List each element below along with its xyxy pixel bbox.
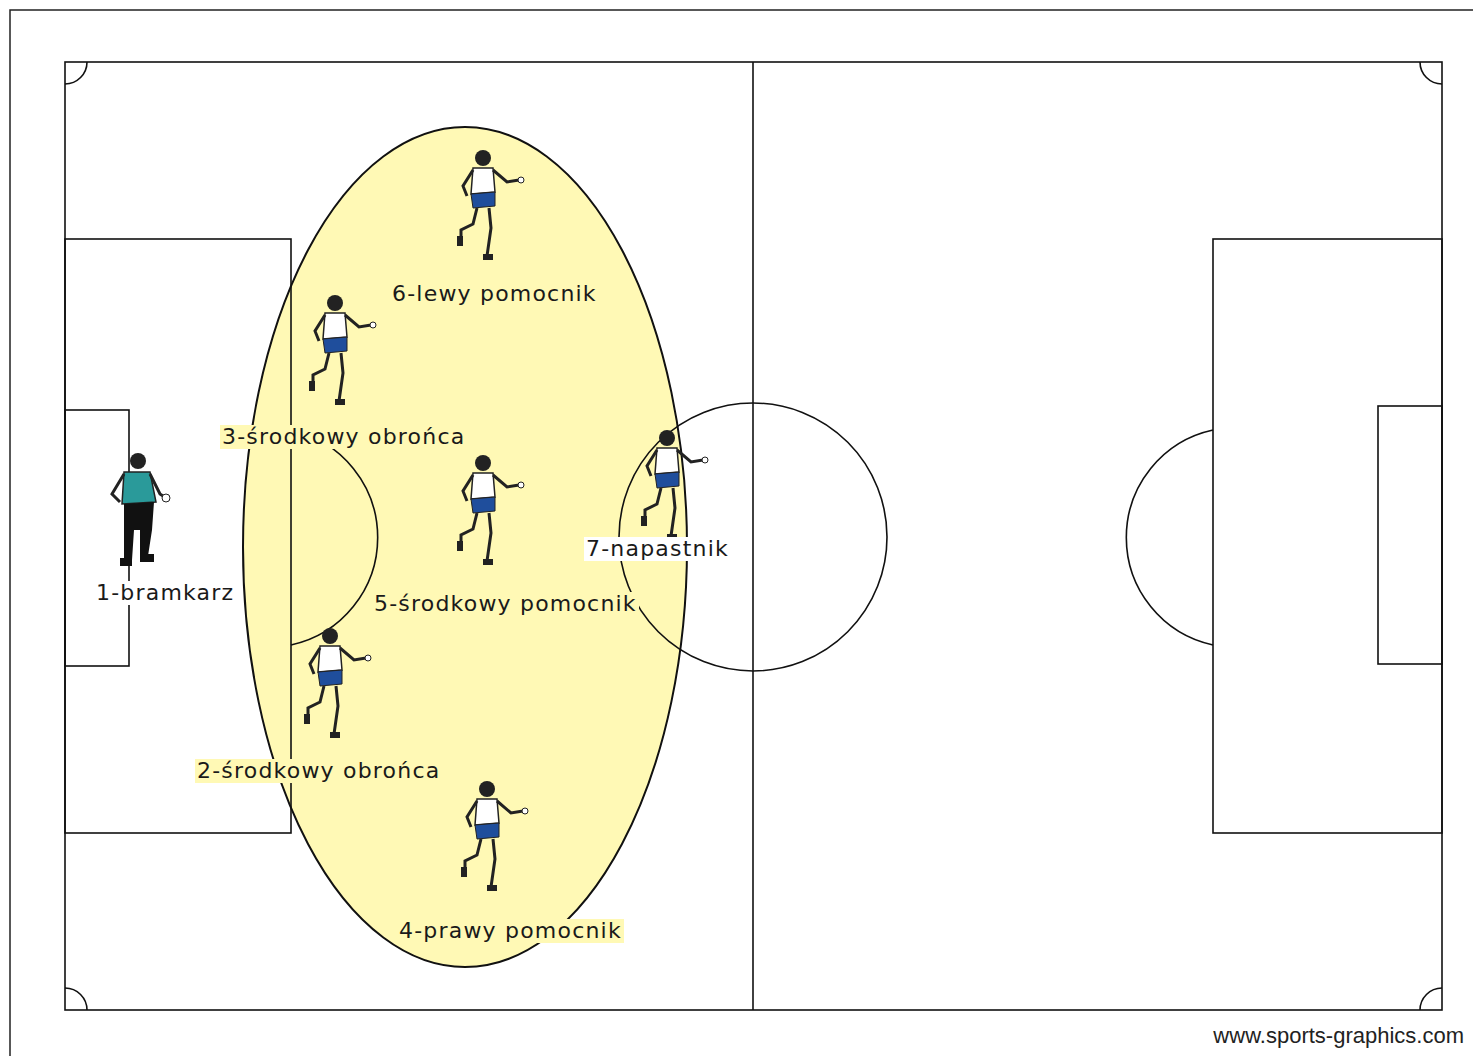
position-label: 3-środkowy obrońca: [220, 425, 467, 449]
position-label: 7-napastnik: [584, 537, 731, 561]
position-label: 1-bramkarz: [94, 581, 236, 605]
position-label: 2-środkowy obrońca: [195, 759, 442, 783]
watermark: www.sports-graphics.com: [1211, 1024, 1466, 1048]
goalkeeper-figure: [112, 453, 170, 566]
position-label: 6-lewy pomocnik: [390, 282, 599, 306]
position-label: 5-środkowy pomocnik: [372, 592, 639, 616]
position-label: 4-prawy pomocnik: [397, 919, 624, 943]
